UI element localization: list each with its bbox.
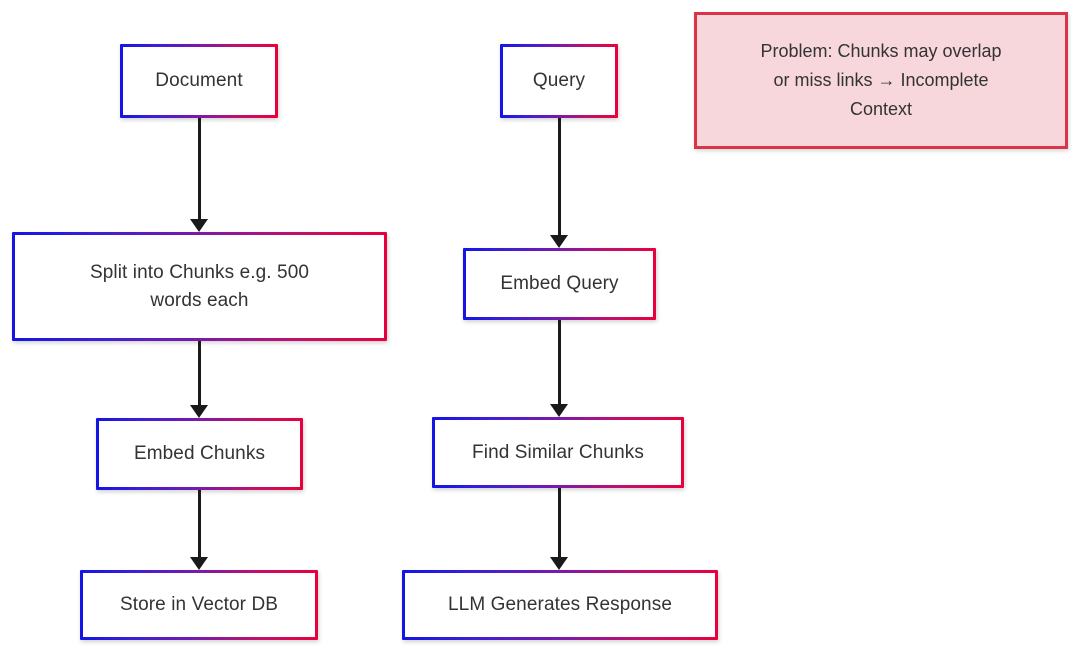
node-store-vector-db-label: Store in Vector DB (119, 594, 279, 616)
node-embed-chunks[interactable]: Embed Chunks (96, 418, 303, 490)
node-document-label: Document (155, 70, 243, 92)
arrow-head (190, 219, 208, 232)
arrow-head (550, 404, 568, 417)
arrow-stem (557, 488, 561, 557)
problem-callout-label: Problem: Chunks may overlap or miss link… (760, 40, 1002, 120)
node-split-chunks[interactable]: Split into Chunks e.g. 500 words each (12, 232, 387, 341)
arrow-embed-query-to-find-similar (550, 320, 568, 417)
arrow-embed-chunks-to-store (190, 490, 208, 570)
node-query[interactable]: Query (500, 44, 618, 118)
arrow-split-to-embed-chunks (190, 341, 208, 418)
node-embed-query-label: Embed Query (500, 273, 619, 295)
arrow-stem (557, 320, 561, 404)
arrow-head (550, 235, 568, 248)
node-find-similar-chunks-label: Find Similar Chunks (472, 441, 644, 463)
node-document[interactable]: Document (120, 44, 278, 118)
arrow-stem (557, 118, 561, 235)
arrow-head (190, 557, 208, 570)
node-embed-query[interactable]: Embed Query (463, 248, 656, 320)
arrow-stem (197, 490, 201, 557)
node-llm-generates-response[interactable]: LLM Generates Response (402, 570, 718, 640)
arrow-stem (197, 341, 201, 405)
arrow-head (190, 405, 208, 418)
problem-callout[interactable]: Problem: Chunks may overlap or miss link… (694, 12, 1068, 149)
arrow-head (550, 557, 568, 570)
node-query-label: Query (532, 70, 586, 92)
node-embed-chunks-label: Embed Chunks (133, 443, 266, 465)
node-find-similar-chunks[interactable]: Find Similar Chunks (432, 417, 684, 488)
node-split-chunks-label: Split into Chunks e.g. 500 words each (89, 261, 310, 311)
arrow-query-to-embed-query (550, 118, 568, 248)
arrow-document-to-split (190, 118, 208, 232)
node-store-vector-db[interactable]: Store in Vector DB (80, 570, 318, 640)
arrow-stem (197, 118, 201, 219)
arrow-find-similar-to-llm (550, 488, 568, 570)
node-llm-generates-response-label: LLM Generates Response (448, 594, 672, 616)
